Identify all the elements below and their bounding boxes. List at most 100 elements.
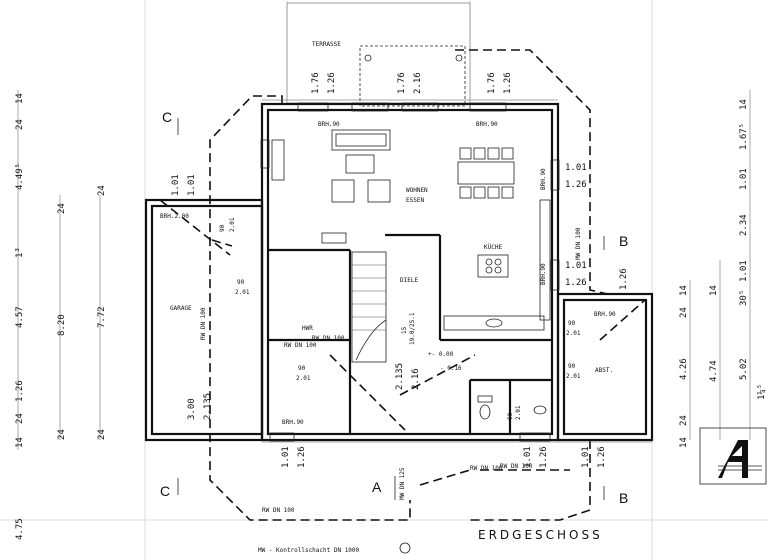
note-rw-a: RW DN 100 <box>284 342 317 349</box>
garage-dim-6: 90 <box>219 224 226 232</box>
inner-dim-3: 90 <box>298 365 306 372</box>
left-c2-b: 8.20 <box>57 314 67 336</box>
top-dim-2: 1.26 <box>327 72 337 94</box>
right-c2-e: 14 <box>709 285 719 296</box>
left-c1-a: 14 <box>15 93 25 104</box>
left-c1-h: 14 <box>15 437 25 448</box>
inner-dim-7: 90 <box>568 363 576 370</box>
right-c3-b: 30⁵ <box>739 290 749 306</box>
top-dim-1: 1.76 <box>311 72 321 94</box>
left-c1-c: 4.49⁵ <box>15 163 25 190</box>
right-win-dim-1: 1.01 <box>565 163 587 173</box>
drawing-title: ERDGESCHOSS <box>478 528 603 542</box>
top-windows <box>260 102 560 442</box>
left-c3-b: 7.72 <box>97 306 107 328</box>
garage-dims: 1.01 1.01 BRH.2.00 3.00 2.135 90 2.01 <box>160 174 236 420</box>
right-win-dim-4: 1.26 <box>565 278 587 288</box>
north-arrow-icon <box>699 427 767 485</box>
top-label-1: BRH.90 <box>318 121 340 128</box>
right-c1-b: 24 <box>679 307 689 318</box>
garage-dim-5: 2.135 <box>203 393 213 420</box>
left-c2-a: 24 <box>57 203 67 214</box>
top-dim-6: 1.26 <box>503 72 513 94</box>
inner-dim-12: BRH.90 <box>594 311 616 318</box>
section-mark-a: A <box>372 479 382 495</box>
bath-fixtures <box>321 232 547 420</box>
inner-dim-6: 2.01 <box>566 330 581 337</box>
bottom-dim-4: 1.26 <box>539 446 549 468</box>
exterior-walls <box>144 102 654 442</box>
inner-door-dims: 90 2.01 90 2.01 90 2.01 90 2.01 90 2.01 … <box>235 279 616 426</box>
note-left-vertical: RW DN 100 <box>200 307 207 340</box>
note-rw-e: RW DN 100 <box>500 463 533 470</box>
level-1: - 0.16 <box>440 365 462 372</box>
inner-dim-2: 2.01 <box>235 289 250 296</box>
garage-dim-7: 2.01 <box>229 217 236 232</box>
stair-dim-ratio: 19.0/25.1 <box>409 312 416 345</box>
room-label-abst: ABST. <box>595 367 613 374</box>
right-c2-a: 1.67⁵ <box>739 123 749 150</box>
room-label-diele: DIELE <box>400 277 418 284</box>
right-win-label-1: BRH.90 <box>540 168 547 190</box>
right-c3-d: 5.02 <box>739 358 749 380</box>
dining-furniture <box>457 147 515 199</box>
inner-dim-1: 90 <box>237 279 245 286</box>
garage-dim-4: 3.00 <box>187 398 197 420</box>
right-win-dim-3: 1.01 <box>565 261 587 271</box>
stair-h1: 2.135 <box>395 363 405 390</box>
right-c2-d: 1.01 <box>739 260 749 282</box>
top-dim-5: 1.76 <box>487 72 497 94</box>
stair-dims: 19.0/25.1 15 2.135 2.16 +- 0.00 - 0.16 <box>395 312 462 390</box>
level-0: +- 0.00 <box>428 351 454 358</box>
left-c1-b: 24 <box>15 119 25 130</box>
right-c3-c: 1.26 <box>619 268 629 290</box>
top-dimension-chain: 1.76 1.26 1.76 2.16 1.76 1.26 BRH.90 BRH… <box>262 72 558 128</box>
top-dim-4: 2.16 <box>413 72 423 94</box>
left-c1-d: 1³ <box>15 247 25 258</box>
outline-dashed <box>159 49 646 521</box>
note-mw-kontroll: MW - Kontrollschacht DN 1000 <box>258 547 360 554</box>
section-lines <box>177 118 605 554</box>
left-c3-a: 24 <box>97 185 107 196</box>
right-c2-f: 4.74 <box>709 360 719 382</box>
inner-dim-9: 90 <box>507 412 514 420</box>
left-c3-c: 24 <box>97 429 107 440</box>
stair-h2: 2.16 <box>411 368 421 390</box>
left-c1-g: 24 <box>15 413 25 424</box>
left-c1-e: 4.57 <box>15 306 25 328</box>
garage-dim-2: 1.01 <box>187 174 197 196</box>
bottom-dim-3: 1.01 <box>523 446 533 468</box>
left-c1-f: 1.26 <box>15 380 25 402</box>
garage-dim-3: BRH.2.00 <box>160 213 189 220</box>
note-mw-vertical: MW DN 100 <box>575 227 582 260</box>
inner-dim-5: 90 <box>568 320 576 327</box>
staircase <box>351 251 387 363</box>
bottom-dim-1: 1.01 <box>281 446 291 468</box>
inner-dim-4: 2.01 <box>296 375 311 382</box>
note-rw-d: RW DN 100 <box>312 335 345 342</box>
right-window-dims: 1.01 1.26 1.01 1.26 BRH.90 BRH.90 <box>540 163 587 288</box>
note-mw-dn125: MW DN 125 <box>399 467 406 500</box>
room-label-garage: GARAGE <box>170 305 192 312</box>
right-c1-e: 14 <box>679 437 689 448</box>
room-label-essen: ESSEN <box>406 197 424 204</box>
section-mark-b-top: B <box>619 233 628 249</box>
bottom-dimension-chain: 1.01 1.26 1.01 1.26 1.01 1.26 <box>262 441 652 468</box>
inner-dim-10: 2.01 <box>515 405 522 420</box>
room-label-hwr: HWR <box>302 325 313 332</box>
right-c2-b: 1.01 <box>739 168 749 190</box>
right-c2-c: 2.34 <box>739 214 749 236</box>
section-mark-c-top: C <box>162 109 172 125</box>
section-mark-b-bottom: B <box>619 490 628 506</box>
living-furniture <box>271 129 391 203</box>
top-dim-3: 1.76 <box>397 72 407 94</box>
room-label-terrasse: TERRASSE <box>312 41 341 48</box>
bottom-dim-5: 1.01 <box>581 446 591 468</box>
note-rw-b: RW DN 100 <box>470 465 503 472</box>
inner-dim-11: BRH.90 <box>282 419 304 426</box>
right-dimension-chains: 14 24 4.26 24 14 1.67⁵ 1.01 2.34 1.01 14… <box>619 90 767 448</box>
left-c2-c: 24 <box>57 429 67 440</box>
note-rw-c: RW DN 100 <box>262 507 295 514</box>
room-label-wohnen: WOHNEN <box>406 187 428 194</box>
